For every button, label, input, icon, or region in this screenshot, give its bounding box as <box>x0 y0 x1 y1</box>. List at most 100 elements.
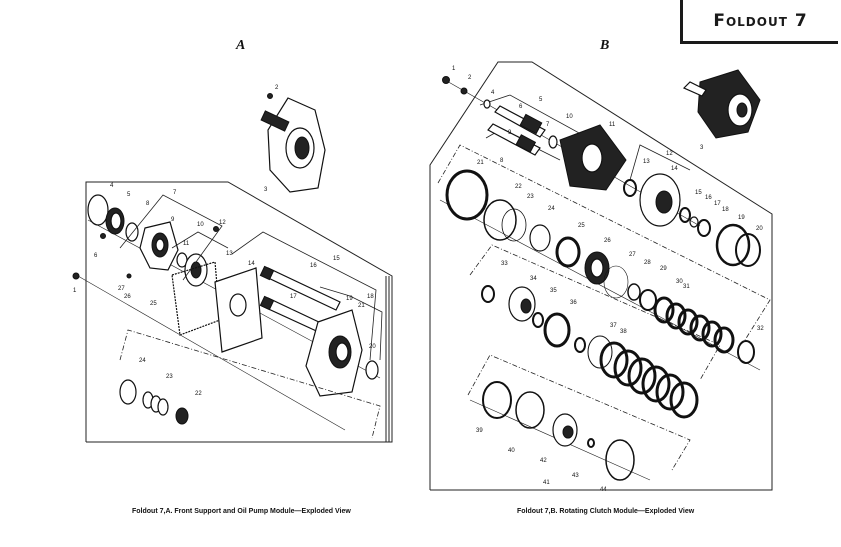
callout: 19 <box>346 296 353 302</box>
callout: 12 <box>219 220 226 226</box>
callout: 9 <box>171 217 175 223</box>
panel-b-letter: B <box>600 38 610 53</box>
callout: 27 <box>118 286 125 292</box>
part-b3-hub <box>682 69 761 139</box>
part-b13-ring <box>623 179 637 197</box>
panel-b-diagram: 1 2 3 4 5 6 7 8 9 10 11 12 13 14 15 16 1… <box>429 61 773 493</box>
callout: 4 <box>491 90 495 96</box>
part-b4-ring <box>483 99 491 109</box>
part-b10-rings <box>548 135 558 149</box>
panel-b-frame <box>429 61 773 491</box>
callout: 29 <box>660 266 667 272</box>
callout: 25 <box>150 301 157 307</box>
callout: 42 <box>540 458 547 464</box>
panel-a-caption: Foldout 7,A. Front Support and Oil Pump … <box>132 508 351 515</box>
callout: 18 <box>722 207 729 213</box>
part-b23-ring <box>501 208 527 242</box>
callout: 3 <box>264 187 268 193</box>
callout: 21 <box>477 160 484 166</box>
callout: 26 <box>604 238 611 244</box>
part-16-shaft <box>259 265 341 311</box>
callout: 8 <box>146 201 150 207</box>
part-20-ring <box>365 360 379 380</box>
callout: 10 <box>566 114 573 120</box>
part-b35-ring <box>532 312 544 328</box>
callout: 22 <box>515 184 522 190</box>
part-b20-ring <box>735 233 761 267</box>
part-23-ring-c <box>157 398 169 416</box>
part-b25-gear <box>555 236 581 268</box>
part-b33-ring <box>481 285 495 303</box>
callout: 9 <box>508 130 512 136</box>
part-front-support-top <box>260 97 326 193</box>
callout: 40 <box>508 448 515 454</box>
part-9-pump-body <box>139 221 179 271</box>
callout: 5 <box>539 97 543 103</box>
callout: 23 <box>527 194 534 200</box>
part-b6-shaft <box>494 105 546 138</box>
callout: 16 <box>705 195 712 201</box>
callout: 17 <box>290 294 297 300</box>
part-12-bolt <box>213 226 219 232</box>
panel-b-caption: Foldout 7,B. Rotating Clutch Module—Expl… <box>517 508 695 515</box>
part-b24-carrier <box>529 224 551 252</box>
foldout-title-box: Foldout 7 <box>680 0 838 44</box>
callout: 20 <box>369 344 376 350</box>
part-b15-ring <box>679 207 691 223</box>
callout: 1 <box>452 66 456 72</box>
callout: 6 <box>94 253 98 259</box>
part-1-bolt <box>72 272 80 280</box>
callout: 35 <box>550 288 557 294</box>
part-b17-ring <box>697 219 711 237</box>
callout: 15 <box>333 256 340 262</box>
callout: 36 <box>570 300 577 306</box>
part-b22-ring <box>483 199 517 241</box>
callout: 26 <box>124 294 131 300</box>
callout: 17 <box>714 201 721 207</box>
part-b37-38-clutch-pack <box>587 335 699 419</box>
callout: 11 <box>609 122 616 128</box>
foldout-title: Foldout 7 <box>713 10 808 31</box>
panel-a-letter: A <box>236 38 246 53</box>
callout: 7 <box>173 190 177 196</box>
callout: 1 <box>73 288 77 294</box>
part-b1-bolt <box>442 76 450 84</box>
callout: 20 <box>756 226 763 232</box>
part-b16-ring <box>689 216 699 228</box>
part-b36-gear <box>543 312 571 348</box>
part-b44-ring <box>605 439 635 481</box>
callout: 3 <box>700 145 704 151</box>
callout: 37 <box>610 323 617 329</box>
callout: 31 <box>683 284 690 290</box>
callout: 21 <box>358 303 365 309</box>
part-27-pin <box>126 273 132 279</box>
panel-b-callouts: 1 2 3 4 5 6 7 8 9 10 11 12 13 14 15 16 1… <box>452 66 764 493</box>
part-b21-ring-gear <box>445 169 489 221</box>
callout: 22 <box>195 391 202 397</box>
part-22-bearing <box>175 407 189 425</box>
callout: 11 <box>183 241 190 247</box>
part-b29-plate <box>639 289 657 311</box>
callout: 30 <box>676 279 683 285</box>
callout: 33 <box>501 261 508 267</box>
callout: 23 <box>166 374 173 380</box>
callout: 5 <box>127 192 131 198</box>
panel-a-frame <box>85 181 393 443</box>
callout: 13 <box>226 251 233 257</box>
callout: 44 <box>600 487 607 493</box>
part-b43-ring <box>587 438 595 448</box>
part-4-ring <box>87 194 109 226</box>
part-b39-plate <box>482 381 512 419</box>
part-b28-ring <box>627 283 641 301</box>
callout: 16 <box>310 263 317 269</box>
callout: 32 <box>757 326 764 332</box>
part-24-ring <box>119 379 137 405</box>
part-b2-washer <box>460 87 468 95</box>
part-b19-clutch <box>715 223 751 267</box>
callout: 24 <box>139 358 146 364</box>
callout: 13 <box>643 159 650 165</box>
callout: 41 <box>543 480 550 486</box>
part-2-bolt <box>267 93 273 99</box>
callout: 18 <box>367 294 374 300</box>
